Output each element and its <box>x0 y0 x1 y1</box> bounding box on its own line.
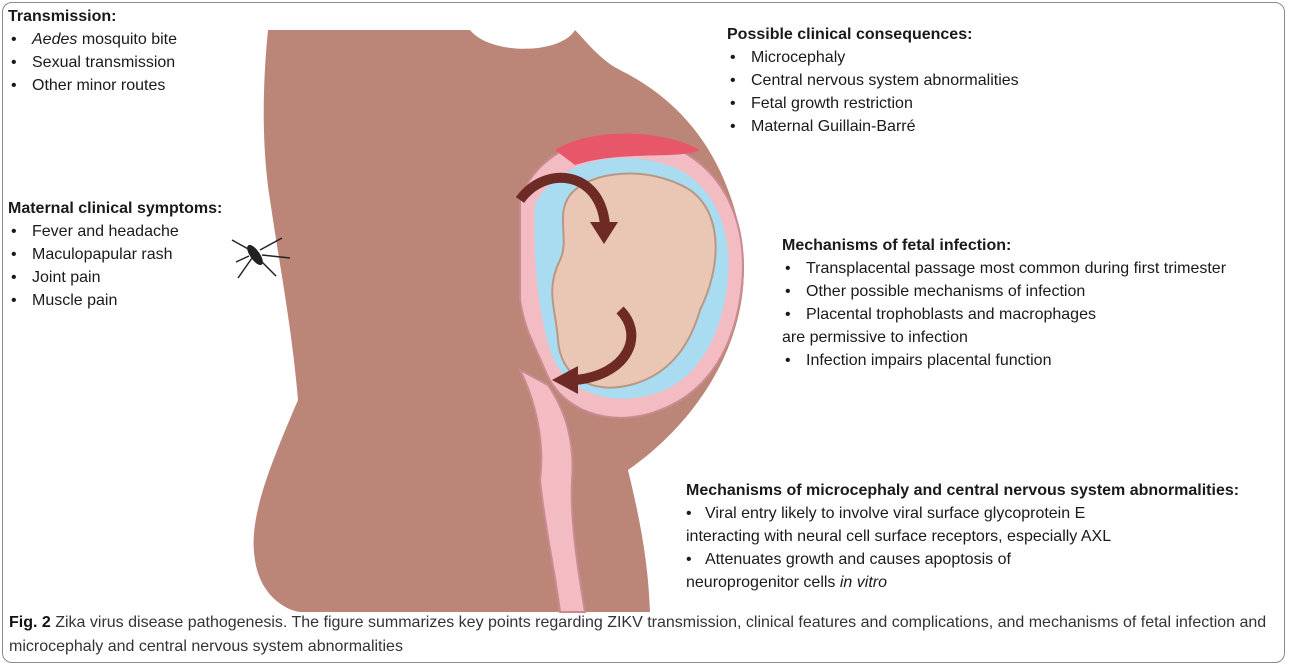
maternal-symptoms-title: Maternal clinical symptoms: <box>8 197 222 220</box>
list-item: •Fetal growth restriction <box>727 92 1019 115</box>
list-item: •Central nervous system abnormalities <box>727 69 1019 92</box>
list-item: •Infection impairs placental function <box>782 349 1226 372</box>
microcephaly-title: Mechanisms of microcephaly and central n… <box>686 479 1239 502</box>
fetal-infection-title: Mechanisms of fetal infection: <box>782 234 1226 257</box>
list-item: •Muscle pain <box>8 289 222 312</box>
list-item: •Placental trophoblasts and macrophages <box>782 303 1226 326</box>
list-item: •Aedes mosquito bite <box>8 28 177 51</box>
list-item: •Sexual transmission <box>8 51 177 74</box>
list-item: •Maculopapular rash <box>8 243 222 266</box>
list-item: •Other minor routes <box>8 74 177 97</box>
list-item-continuation: interacting with neural cell surface rec… <box>686 525 1239 548</box>
transmission-title: Transmission: <box>8 5 177 28</box>
list-item: •Fever and headache <box>8 220 222 243</box>
list-item: •Maternal Guillain-Barré <box>727 115 1019 138</box>
list-item: • Attenuates growth and causes apoptosis… <box>686 548 1239 571</box>
figure-caption: Fig. 2 Zika virus disease pathogenesis. … <box>9 611 1279 659</box>
list-item: •Other possible mechanisms of infection <box>782 280 1226 303</box>
list-item: •Transplacental passage most common duri… <box>782 257 1226 280</box>
consequences-title: Possible clinical consequences: <box>727 23 1019 46</box>
fetal-infection-block: Mechanisms of fetal infection: •Transpla… <box>782 234 1226 372</box>
list-item-continuation: are permissive to infection <box>782 326 1226 349</box>
list-item: • Viral entry likely to involve viral su… <box>686 502 1239 525</box>
transmission-block: Transmission: •Aedes mosquito bite •Sexu… <box>8 5 177 97</box>
caption-text: Zika virus disease pathogenesis. The fig… <box>9 614 1266 655</box>
list-item: •Microcephaly <box>727 46 1019 69</box>
transmission-list: •Aedes mosquito bite •Sexual transmissio… <box>8 28 177 97</box>
figure-label: Fig. 2 <box>9 614 51 631</box>
list-item: •Joint pain <box>8 266 222 289</box>
consequences-block: Possible clinical consequences: •Microce… <box>727 23 1019 138</box>
maternal-symptoms-block: Maternal clinical symptoms: •Fever and h… <box>8 197 222 312</box>
list-item-continuation: neuroprogenitor cells in vitro <box>686 571 1239 594</box>
microcephaly-block: Mechanisms of microcephaly and central n… <box>686 479 1239 594</box>
